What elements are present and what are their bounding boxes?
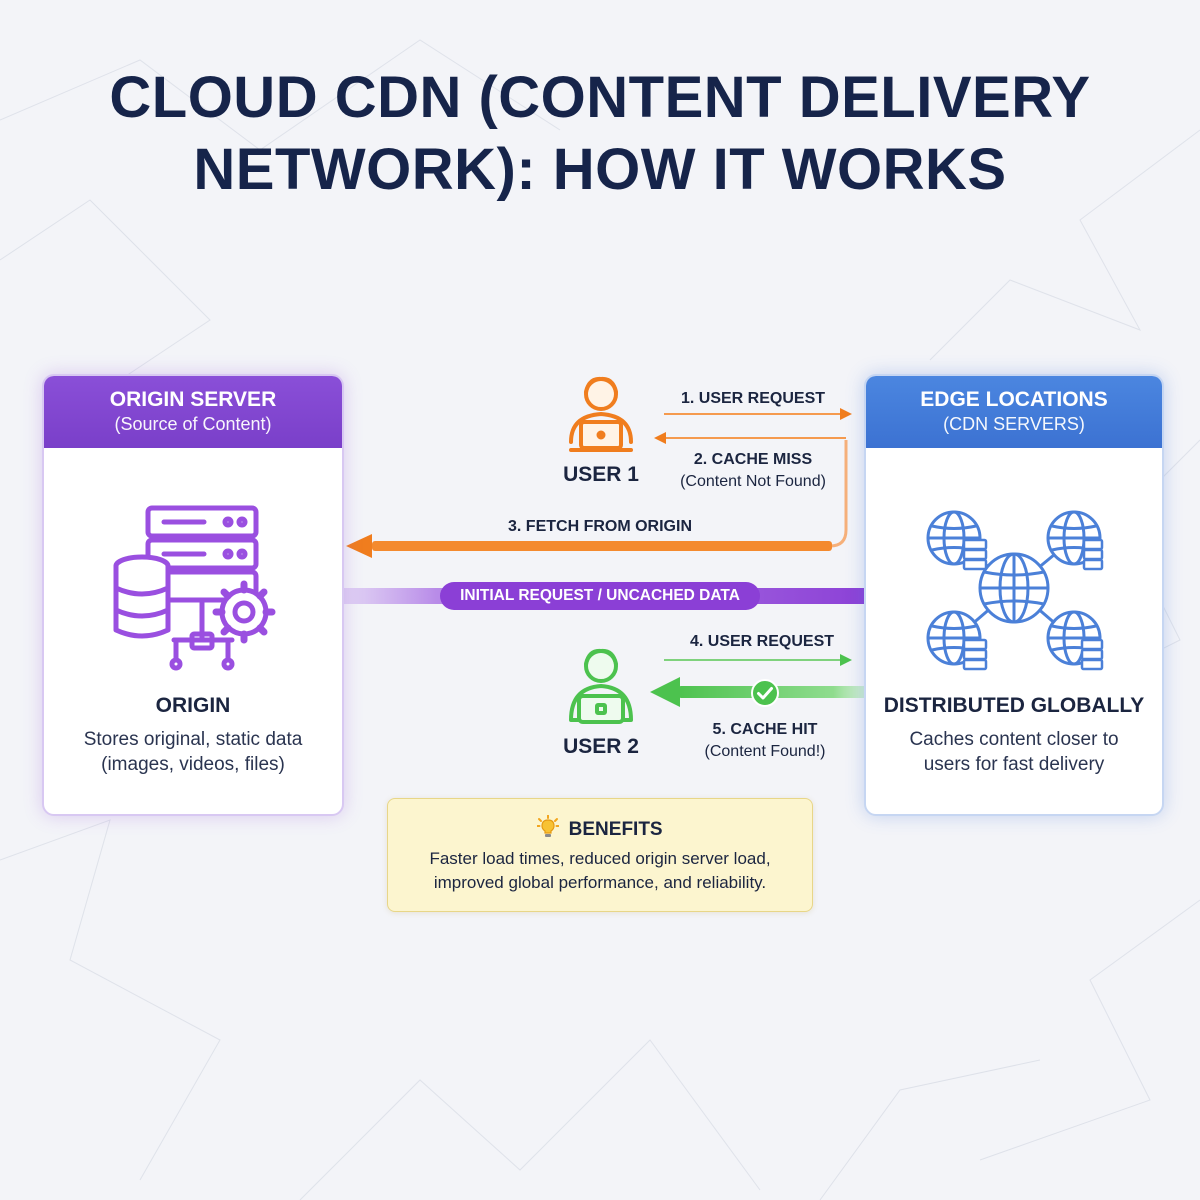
label-initial-request: INITIAL REQUEST / UNCACHED DATA bbox=[440, 582, 760, 610]
user-2: USER 2 bbox=[546, 644, 656, 759]
arrow-cache-hit bbox=[650, 677, 886, 707]
origin-card-header: ORIGIN SERVER (Source of Content) bbox=[44, 376, 342, 448]
globe-network-servers-icon bbox=[926, 510, 1104, 671]
benefits-line-1: Faster load times, reduced origin server… bbox=[429, 849, 771, 868]
benefits-heading: BENEFITS bbox=[388, 815, 812, 841]
origin-desc-line-2: (images, videos, files) bbox=[101, 754, 285, 775]
edge-card-title: EDGE LOCATIONS bbox=[920, 388, 1108, 411]
server-database-gear-icon bbox=[113, 505, 276, 671]
lightbulb-icon bbox=[537, 815, 560, 837]
origin-server-card: ORIGIN SERVER (Source of Content) bbox=[42, 374, 344, 816]
origin-card-title: ORIGIN SERVER bbox=[109, 388, 277, 411]
user-tablet-icon bbox=[569, 648, 633, 724]
user-laptop-icon bbox=[569, 376, 633, 452]
benefits-description: Faster load times, reduced origin server… bbox=[398, 847, 802, 895]
user-1: USER 1 bbox=[546, 372, 656, 487]
edge-card-header: EDGE LOCATIONS (CDN SERVERS) bbox=[866, 376, 1162, 448]
check-circle-icon bbox=[751, 679, 779, 707]
label-step-4: 4. USER REQUEST bbox=[689, 633, 835, 650]
title-line-2: NETWORK): HOW IT WORKS bbox=[193, 137, 1007, 202]
label-step-5: 5. CACHE HIT bbox=[712, 721, 818, 738]
label-step-3: 3. FETCH FROM ORIGIN bbox=[508, 518, 692, 535]
arrow-user-request-2 bbox=[664, 654, 852, 666]
edge-locations-card: EDGE LOCATIONS (CDN SERVERS) bbox=[864, 374, 1164, 816]
origin-label: ORIGIN bbox=[155, 694, 231, 717]
benefits-box: BENEFITS Faster load times, reduced orig… bbox=[387, 798, 813, 912]
label-step-2: 2. CACHE MISS bbox=[693, 451, 813, 468]
arrow-user-request-1 bbox=[664, 408, 852, 420]
edge-card-subtitle: (CDN SERVERS) bbox=[943, 414, 1085, 434]
edge-label: DISTRIBUTED GLOBALLY bbox=[883, 694, 1145, 717]
user-1-name: USER 1 bbox=[563, 463, 639, 486]
benefits-title: BENEFITS bbox=[568, 819, 663, 840]
label-step-1: 1. USER REQUEST bbox=[680, 390, 826, 407]
user-2-name: USER 2 bbox=[563, 735, 639, 758]
label-step-2-sub: (Content Not Found) bbox=[680, 473, 826, 490]
title-line-1: CLOUD CDN (CONTENT DELIVERY bbox=[109, 65, 1091, 130]
origin-description: Stores original, static data (images, vi… bbox=[58, 727, 328, 777]
arrow-cache-miss bbox=[654, 432, 846, 444]
page-title: CLOUD CDN (CONTENT DELIVERY NETWORK): HO… bbox=[0, 62, 1200, 206]
edge-desc-line-1: Caches content closer to bbox=[909, 729, 1119, 750]
origin-desc-line-1: Stores original, static data bbox=[83, 729, 303, 750]
label-step-5-sub: (Content Found!) bbox=[704, 743, 826, 760]
edge-description: Caches content closer to users for fast … bbox=[880, 727, 1148, 777]
arrow-fetch-from-origin bbox=[346, 440, 848, 558]
benefits-line-2: improved global performance, and reliabi… bbox=[433, 873, 767, 892]
origin-card-subtitle: (Source of Content) bbox=[114, 414, 272, 434]
edge-desc-line-2: users for fast delivery bbox=[923, 754, 1105, 775]
